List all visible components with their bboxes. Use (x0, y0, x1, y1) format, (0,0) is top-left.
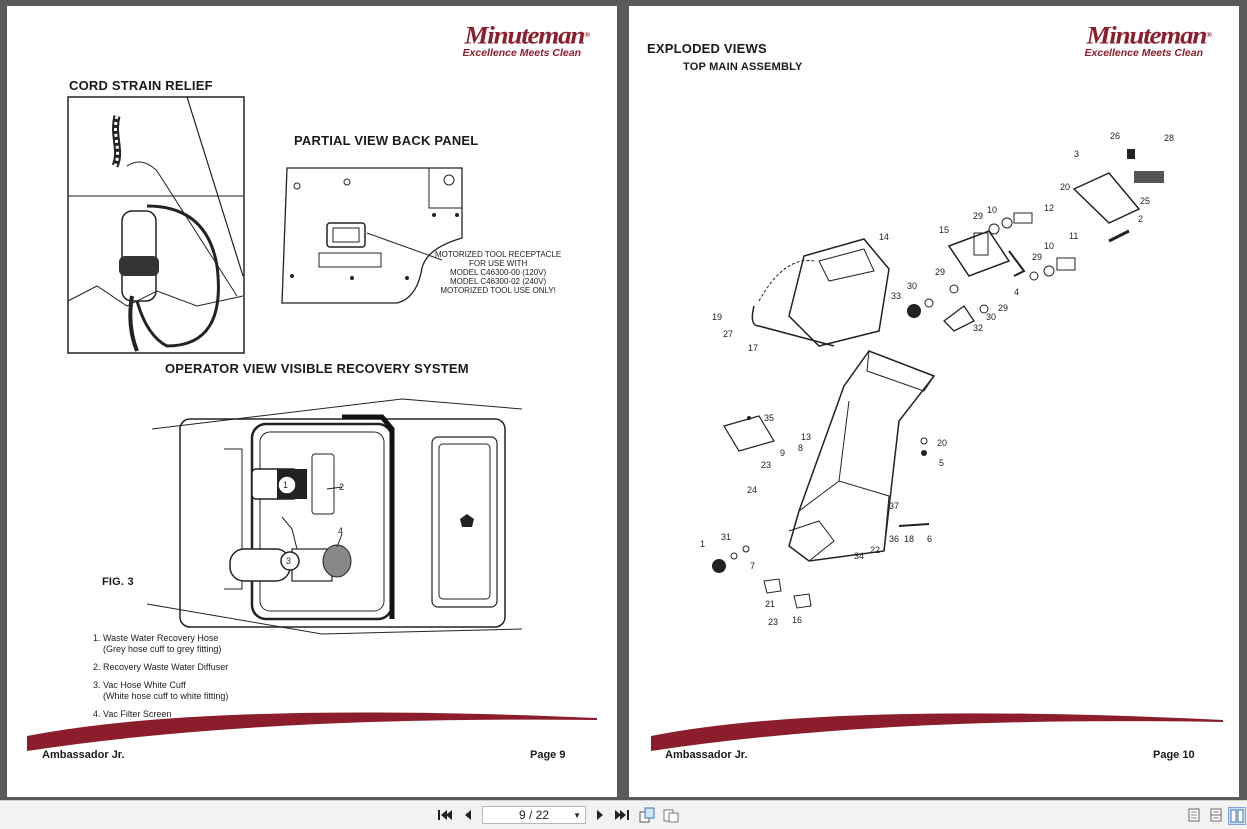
part-number-label: 2 (1138, 214, 1143, 224)
part-number-label: 22 (870, 545, 880, 555)
part-number-label: 34 (854, 551, 864, 561)
part-number-label: 29 (935, 267, 945, 277)
part-number-label: 32 (973, 323, 983, 333)
chevron-down-icon: ▼ (573, 811, 581, 820)
part-number-label: 24 (747, 485, 757, 495)
part-number-label: 16 (792, 615, 802, 625)
cord-strain-relief-drawing (67, 96, 245, 354)
part-number-label: 21 (765, 599, 775, 609)
page-number-select[interactable]: 9 / 22 ▼ (482, 806, 586, 824)
part-number-label: 31 (721, 532, 731, 542)
part-number-label: 13 (801, 432, 811, 442)
part-number-label: 29 (1032, 252, 1042, 262)
part-number-label: 14 (879, 232, 889, 242)
callout-4: 4 (338, 526, 343, 536)
part-number-label: 4 (1014, 287, 1019, 297)
prev-page-icon[interactable] (460, 807, 476, 823)
part-number-label: 23 (761, 460, 771, 470)
document-page-10: Minuteman® Excellence Meets Clean EXPLOD… (629, 6, 1239, 797)
part-number-label: 33 (891, 291, 901, 301)
part-number-label: 25 (1140, 196, 1150, 206)
minuteman-logo: Minuteman® Excellence Meets Clean (1084, 20, 1213, 59)
part-number-label: 27 (723, 329, 733, 339)
part-number-label: 35 (764, 413, 774, 423)
part-number-label: 36 (889, 534, 899, 544)
brand-swoosh (27, 712, 597, 751)
top-main-assembly-subtitle: TOP MAIN ASSEMBLY (683, 61, 803, 73)
part-number-label: 29 (973, 211, 983, 221)
part-number-label: 5 (939, 458, 944, 468)
part-number-label: 26 (1110, 131, 1120, 141)
part-number-label: 3 (1074, 149, 1079, 159)
footer-model: Ambassador Jr. (42, 749, 125, 761)
part-number-label: 28 (1164, 133, 1174, 143)
part-number-label: 8 (798, 443, 803, 453)
part-number-label: 18 (904, 534, 914, 544)
part-number-label: 7 (750, 561, 755, 571)
callout-3: 3 (286, 556, 291, 566)
callout-1: 1 (283, 480, 288, 490)
part-number-label: 11 (1069, 231, 1078, 241)
two-page-view-icon[interactable] (663, 807, 679, 823)
recovery-system-drawing: 1 2 3 4 (146, 398, 523, 635)
part-number-label: 17 (748, 343, 758, 353)
footer-page-number: Page 10 (1153, 749, 1195, 761)
part-number-label: 23 (768, 617, 778, 627)
part-number-label: 10 (1044, 241, 1054, 251)
legend-item: Waste Water Recovery Hose(Grey hose cuff… (103, 633, 228, 655)
part-number-label: 6 (927, 534, 932, 544)
legend-list: Waste Water Recovery Hose(Grey hose cuff… (91, 633, 228, 727)
exploded-assembly-drawing: 26 28 3 20 25 2 10 12 29 15 14 11 10 29 … (700, 131, 1174, 627)
first-page-icon[interactable] (437, 807, 453, 823)
minuteman-logo: Minuteman® Excellence Meets Clean (462, 20, 591, 59)
receptacle-note: MOTORIZED TOOL RECEPTACLE FOR USE WITH M… (435, 250, 562, 295)
part-number-label: 9 (780, 448, 785, 458)
part-number-label: 37 (889, 501, 899, 511)
part-number-label: 15 (939, 225, 949, 235)
next-page-icon[interactable] (592, 807, 608, 823)
rotate-page-icon[interactable] (639, 807, 655, 823)
legend-item: Vac Filter Screen (103, 709, 228, 720)
part-number-label: 12 (1044, 203, 1054, 213)
viewer-toolbar: 9 / 22 ▼ (0, 800, 1247, 829)
part-number-label: 29 (998, 303, 1008, 313)
part-number-label: 20 (1060, 182, 1070, 192)
part-number-label: 20 (937, 438, 947, 448)
single-page-view-icon[interactable] (1186, 807, 1202, 823)
part-number-label: 1 (700, 539, 705, 549)
footer-page-number: Page 9 (530, 749, 566, 761)
brand-swoosh (651, 713, 1223, 751)
part-number-label: 30 (986, 312, 996, 322)
part-number-label: 10 (987, 205, 997, 215)
part-number-label: 30 (907, 281, 917, 291)
back-panel-drawing (281, 167, 463, 304)
cord-strain-relief-title: CORD STRAIN RELIEF (69, 78, 213, 93)
footer-model: Ambassador Jr. (665, 749, 748, 761)
part-number-label: 19 (712, 312, 722, 322)
callout-2: 2 (339, 482, 344, 492)
legend-item: Vac Hose White Cuff(White hose cuff to w… (103, 680, 228, 702)
document-page-9: Minuteman® Excellence Meets Clean CORD S… (7, 6, 617, 797)
legend-item: Recovery Waste Water Diffuser (103, 662, 228, 673)
last-page-icon[interactable] (614, 807, 630, 823)
continuous-view-icon[interactable] (1208, 807, 1224, 823)
facing-pages-view-icon[interactable] (1228, 807, 1246, 825)
operator-view-title: OPERATOR VIEW VISIBLE RECOVERY SYSTEM (165, 361, 469, 376)
fig-label: FIG. 3 (102, 576, 134, 588)
exploded-views-title: EXPLODED VIEWS (647, 41, 767, 56)
partial-view-back-panel-title: PARTIAL VIEW BACK PANEL (294, 133, 479, 148)
